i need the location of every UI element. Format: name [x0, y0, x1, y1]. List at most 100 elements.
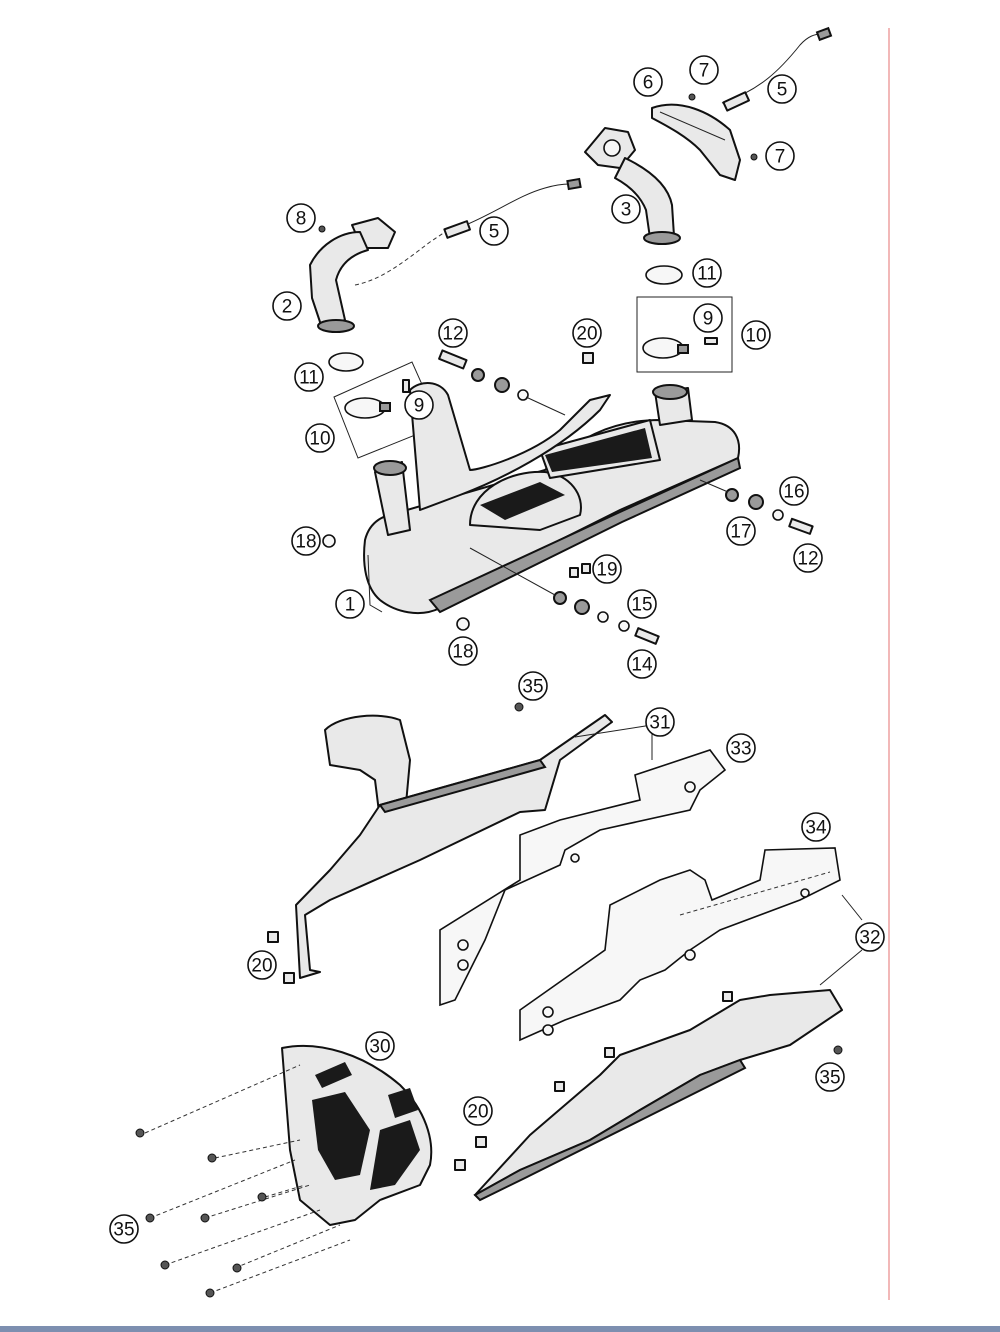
callout-c18b: 18: [448, 636, 478, 666]
callout-c33: 33: [726, 733, 756, 763]
callout-c20b: 20: [247, 950, 277, 980]
clamp-assembly-right: [636, 296, 733, 373]
callout-number: 20: [251, 956, 272, 977]
callout-circle: [633, 67, 663, 97]
callout-number: 35: [522, 677, 543, 698]
callout-number: 34: [805, 818, 827, 839]
callout-c5b: 5: [767, 74, 797, 104]
muffler-body: [363, 382, 742, 615]
callout-number: 35: [819, 1068, 840, 1089]
callout-number: 9: [703, 309, 714, 330]
callout-number: 6: [643, 73, 654, 94]
right-margin-line: [888, 28, 890, 1300]
callout-number: 18: [295, 532, 316, 553]
callout-number: 7: [699, 61, 710, 82]
belly-pan: [473, 989, 843, 1202]
callout-number: 20: [576, 324, 597, 345]
callout-circle: [272, 291, 302, 321]
nut-20-lower-a: [267, 931, 279, 943]
oxygen-sensor-left: [443, 177, 582, 239]
callout-c32: 32: [855, 922, 885, 952]
callout-c17: 17: [726, 516, 756, 546]
callout-c16: 16: [779, 476, 809, 506]
nut-19: [569, 567, 579, 578]
mounting-hardware-14: [469, 547, 660, 645]
cover-34: [519, 847, 863, 1042]
callout-number: 9: [414, 396, 425, 417]
callout-c19: 19: [592, 554, 622, 584]
callout-circle: [463, 1096, 493, 1126]
callout-circle: [815, 1062, 845, 1092]
callout-number: 5: [777, 80, 788, 101]
bolt-8: [318, 225, 326, 233]
callout-circle: [294, 362, 324, 392]
callout-c35a: 35: [518, 671, 548, 701]
callout-c35b: 35: [815, 1062, 845, 1092]
callout-number: 5: [489, 222, 500, 243]
callout-circle: [247, 950, 277, 980]
callout-circle: [518, 671, 548, 701]
callout-number: 20: [467, 1102, 488, 1123]
callout-number: 10: [309, 429, 330, 450]
nut-19b: [581, 563, 591, 574]
callout-circle: [726, 733, 756, 763]
callout-c30: 30: [365, 1031, 395, 1061]
nut-20-lower-b: [283, 972, 295, 984]
callout-number: 2: [282, 297, 293, 318]
nut-20-grille-b: [454, 1159, 466, 1171]
callout-circle: [627, 649, 657, 679]
callout-c11b: 11: [692, 258, 722, 288]
callout-circle: [572, 318, 602, 348]
callout-number: 7: [775, 147, 786, 168]
callout-c10b: 10: [741, 320, 771, 350]
bottom-edge-bar: [0, 1326, 1000, 1332]
callout-circle: [365, 1031, 395, 1061]
callout-c20a: 20: [572, 318, 602, 348]
callout-c7a: 7: [689, 55, 719, 85]
callout-circle: [286, 203, 316, 233]
nut-20-grille-a: [475, 1136, 487, 1148]
callout-c7b: 7: [765, 141, 795, 171]
callout-c35c: 35: [109, 1214, 139, 1244]
callout-number: 15: [631, 595, 652, 616]
callout-number: 1: [345, 595, 356, 616]
header-pipe-2: [309, 217, 446, 333]
callout-circle: [109, 1214, 139, 1244]
callout-circle: [627, 589, 657, 619]
callout-number: 17: [730, 522, 751, 543]
callout-number: 12: [442, 324, 463, 345]
callout-c10a: 10: [305, 423, 335, 453]
callout-labels: 1235567789910101111121214151617181819202…: [109, 55, 885, 1244]
bolt-7b: [750, 153, 758, 161]
callout-circle: [692, 258, 722, 288]
callout-number: 10: [745, 326, 766, 347]
callout-c11a: 11: [294, 362, 324, 392]
callout-circle: [592, 554, 622, 584]
callout-circle: [305, 423, 335, 453]
cover-31: [295, 714, 653, 979]
callout-c9b: 9: [693, 303, 723, 333]
callout-c6: 6: [633, 67, 663, 97]
nut-20-upper: [582, 352, 594, 364]
callout-number: 31: [649, 713, 670, 734]
callout-circle: [765, 141, 795, 171]
screw-35-right: [833, 1045, 843, 1055]
callout-c20c: 20: [463, 1096, 493, 1126]
callout-circle: [793, 543, 823, 573]
grommet-18a: [322, 534, 336, 548]
mounting-hardware-12-right: [699, 479, 814, 535]
callout-number: 30: [369, 1037, 390, 1058]
callout-c3: 3: [611, 194, 641, 224]
callout-c18a: 18: [291, 526, 321, 556]
callout-circle: [611, 194, 641, 224]
callout-circle: [741, 320, 771, 350]
callout-circle: [855, 922, 885, 952]
callout-number: 16: [783, 482, 804, 503]
callout-circle: [779, 476, 809, 506]
callout-c31: 31: [645, 707, 675, 737]
screw-35-top: [514, 702, 524, 712]
front-grille: [281, 1044, 433, 1226]
callout-c2: 2: [272, 291, 302, 321]
callout-number: 33: [730, 739, 751, 760]
callout-circle: [689, 55, 719, 85]
